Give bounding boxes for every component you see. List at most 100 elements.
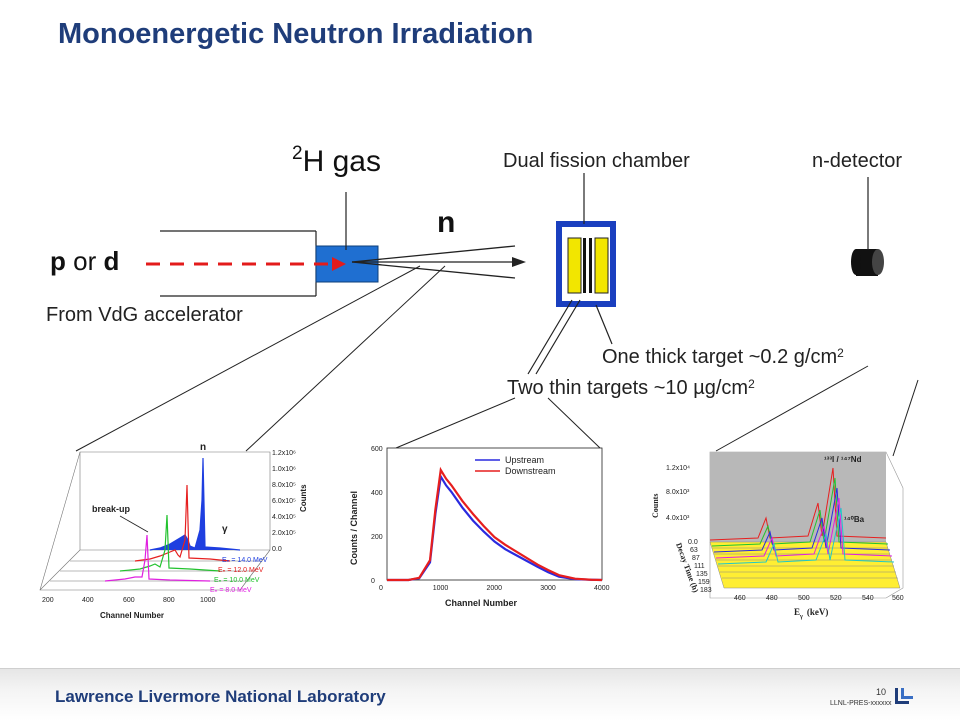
svg-text:460: 460 <box>734 595 746 602</box>
mid-x-label: Channel Number <box>445 598 518 608</box>
y-tick-label: 600 <box>371 446 383 453</box>
svg-text:4.0x10³: 4.0x10³ <box>666 515 690 522</box>
thick-target-leader <box>595 304 613 345</box>
spectrum-y-label: Counts <box>299 484 308 512</box>
thin-targets-label: Two thin targets ~10 µg/cm2 <box>507 377 755 399</box>
svg-text:480: 480 <box>766 595 778 602</box>
fission-chamber-label: Dual fission chamber <box>503 150 690 172</box>
spectrum-x-label: Channel Number <box>100 611 164 620</box>
gamma-x-label: Eγ(keV) <box>794 607 828 620</box>
spectrum-10mev <box>119 514 221 572</box>
svg-text:1.0x10⁶: 1.0x10⁶ <box>272 466 296 473</box>
gamma-backwall <box>710 452 886 542</box>
svg-text:520: 520 <box>830 595 842 602</box>
gamma-traces <box>709 467 895 565</box>
page-title: Monoenergetic Neutron Irradiation <box>58 18 534 50</box>
gamma-y-label: Counts <box>651 494 660 518</box>
footer-bar <box>0 668 960 721</box>
fission-chamber <box>556 221 616 307</box>
y-tick-label: 400 <box>371 490 383 497</box>
svg-text:135: 135 <box>696 571 708 578</box>
x-tick-label: 0 <box>379 585 383 592</box>
y-tick-label: 0 <box>371 578 375 585</box>
svg-text:Eₙ = 8.0 MeV: Eₙ = 8.0 MeV <box>210 587 252 594</box>
accelerator-label: From VdG accelerator <box>46 304 243 326</box>
zoom-line-mid-1 <box>395 397 516 449</box>
page-number: 10 <box>876 687 887 697</box>
svg-text:0.0: 0.0 <box>688 539 698 546</box>
svg-text:Eₙ = 10.0 MeV: Eₙ = 10.0 MeV <box>214 577 260 584</box>
svg-text:500: 500 <box>798 595 810 602</box>
mid-legend: Upstream Downstream <box>475 455 556 476</box>
x-tick-label: 2000 <box>487 585 503 592</box>
svg-text:1.2x10⁶: 1.2x10⁶ <box>272 450 296 457</box>
svg-text:1.2x10⁴: 1.2x10⁴ <box>666 465 690 472</box>
svg-text:8.0x10³: 8.0x10³ <box>666 489 690 496</box>
x-tick-label: 3000 <box>540 585 556 592</box>
mid-y-label: Counts / Channel <box>349 491 359 565</box>
annotation-breakup: break-up <box>92 504 131 514</box>
neutron-spectrum-chart: 200 400 600 800 1000 Channel Number 1.2x… <box>39 442 308 620</box>
series-line-downstream <box>387 466 603 582</box>
svg-text:111: 111 <box>694 563 705 570</box>
svg-text:Eₙ = 14.0 MeV: Eₙ = 14.0 MeV <box>222 557 268 564</box>
spectrum-legend: Eₙ = 14.0 MeV Eₙ = 12.0 MeV Eₙ = 10.0 Me… <box>210 557 268 594</box>
zoom-line-left-2 <box>245 265 446 452</box>
legend-label-downstream: Downstream <box>505 466 556 476</box>
zoom-line-mid-2 <box>547 397 601 449</box>
zoom-line-right-1 <box>715 365 869 452</box>
gamma-x-ticks: 460 480 500 520 540 560 <box>734 595 904 602</box>
mid-x-ticks: 0 1000 2000 3000 4000 <box>379 585 610 592</box>
neutron-arrowhead <box>512 257 526 267</box>
svg-text:4.0x10⁵: 4.0x10⁵ <box>272 514 296 521</box>
llnl-logo-icon <box>895 688 913 704</box>
thin-target-leader-2 <box>535 299 581 375</box>
mid-series-group <box>387 466 603 582</box>
x-tick-label: 1000 <box>433 585 449 592</box>
annotation-i-nd: ¹³³I / ¹⁴⁷Nd <box>824 455 862 464</box>
zoom-line-left-1 <box>75 265 421 452</box>
svg-text:0.0: 0.0 <box>272 546 282 553</box>
n-detector-label: n-detector <box>812 150 903 172</box>
svg-text:159: 159 <box>698 579 710 586</box>
svg-text:560: 560 <box>892 595 904 602</box>
svg-text:540: 540 <box>862 595 874 602</box>
neutron-label: n <box>437 206 456 239</box>
fission-counts-chart: 0 1000 2000 3000 4000 0 200 400 600 Channel Num… <box>349 446 610 608</box>
y-tick-label: 200 <box>371 534 383 541</box>
spectrum-12mev <box>134 484 231 562</box>
svg-text:Eₙ = 12.0 MeV: Eₙ = 12.0 MeV <box>218 567 264 574</box>
legend-label-upstream: Upstream <box>505 455 544 465</box>
spectrum-z-ticks: 1.2x10⁶ 1.0x10⁶ 8.0x10⁵ 6.0x10⁵ 4.0x10⁵ … <box>272 450 296 553</box>
svg-text:400: 400 <box>82 597 94 604</box>
neutron-detector <box>851 249 884 276</box>
svg-text:87: 87 <box>692 555 700 562</box>
spectrum-8mev <box>104 534 211 582</box>
annotation-gamma: γ <box>222 524 228 535</box>
svg-text:2.0x10⁵: 2.0x10⁵ <box>272 530 296 537</box>
deuterium-gas-label: 2H gas <box>292 143 381 178</box>
document-id: LLNL-PRES-xxxxxx <box>830 700 892 707</box>
svg-text:183: 183 <box>700 587 712 594</box>
svg-text:1000: 1000 <box>200 597 216 604</box>
spectrum-14mev <box>149 457 241 551</box>
svg-text:8.0x10⁵: 8.0x10⁵ <box>272 482 296 489</box>
x-tick-label: 4000 <box>594 585 610 592</box>
gamma-decay-ticks: 0.0 63 87 111 135 159 183 <box>688 539 712 594</box>
svg-text:200: 200 <box>42 597 54 604</box>
beam-label: p or d <box>50 246 120 276</box>
beam-arrowhead <box>332 257 346 271</box>
svg-text:6.0x10⁵: 6.0x10⁵ <box>272 498 296 505</box>
mid-y-ticks: 0 200 400 600 <box>371 446 383 585</box>
spectrum-x-ticks: 200 400 600 800 1000 <box>42 597 216 604</box>
mid-plot-area <box>386 447 603 581</box>
zoom-line-right-2 <box>892 379 919 457</box>
thin-target-leader-1 <box>527 299 573 375</box>
svg-text:600: 600 <box>123 597 135 604</box>
footer-lab-name: Lawrence Livermore National Laboratory <box>55 687 386 706</box>
annotation-ba: ¹⁴⁰Ba <box>844 515 865 524</box>
thick-target-label: One thick target ~0.2 g/cm2 <box>602 346 844 368</box>
neutron-rays <box>351 245 522 279</box>
svg-text:63: 63 <box>690 547 698 554</box>
